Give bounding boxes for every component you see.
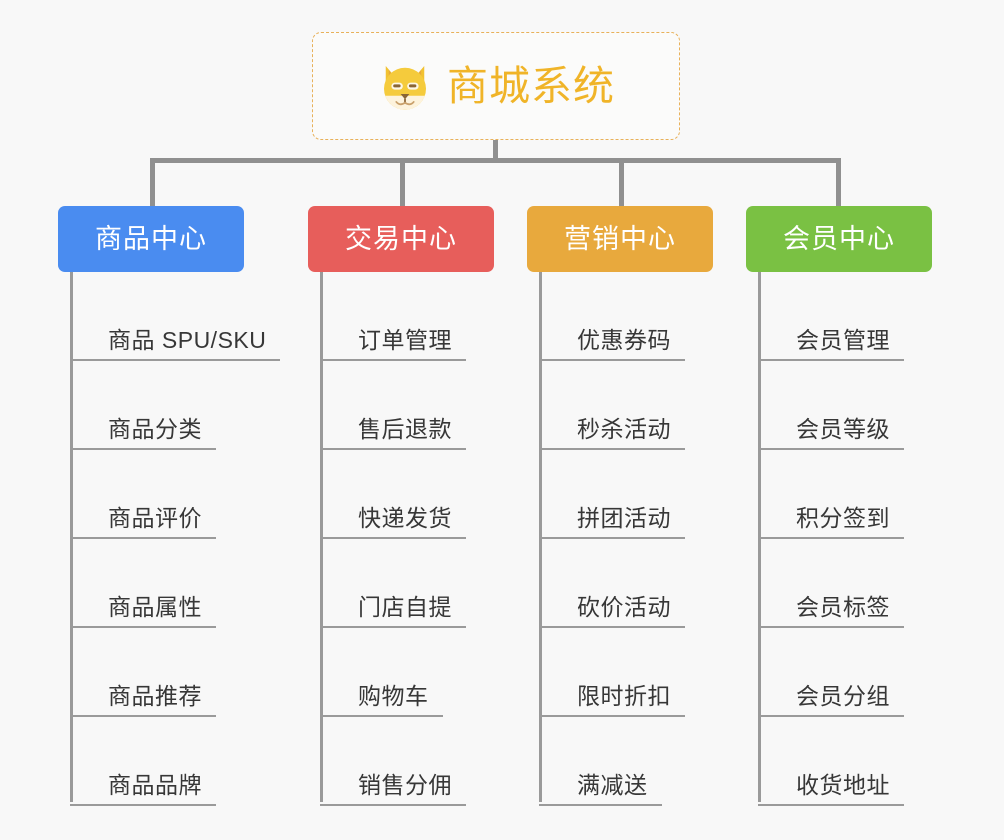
leaf-item-label: 订单管理 [358,326,452,353]
leaf-item-label: 会员管理 [796,326,890,353]
leaf-item-label: 销售分佣 [358,771,452,798]
leaf-item-label: 商品推荐 [108,682,202,709]
leaf-underline: 砍价活动 [539,594,685,628]
leaf-item[interactable]: 商品 SPU/SKU [70,272,281,361]
category-label: 会员中心 [783,223,895,254]
leaf-item-label: 满减送 [577,771,648,798]
leaf-item-label: 秒杀活动 [577,415,671,442]
leaf-item[interactable]: 会员标签 [758,539,904,628]
leaf-underline: 满减送 [539,772,662,806]
leaf-item[interactable]: 商品分类 [70,361,216,450]
leaf-item-label: 商品 SPU/SKU [108,326,267,353]
connector-drop-2 [400,158,405,208]
leaf-item[interactable]: 快递发货 [320,450,466,539]
leaf-underline: 快递发货 [320,505,466,539]
connector-drop-4 [836,158,841,208]
leaf-item[interactable]: 门店自提 [320,539,466,628]
leaf-underline: 拼团活动 [539,505,685,539]
leaf-underline: 商品评价 [70,505,216,539]
leaf-underline: 售后退款 [320,416,466,450]
leaf-item-label: 商品品牌 [108,771,202,798]
leaf-item[interactable]: 会员分组 [758,628,904,717]
leaf-underline: 订单管理 [320,327,466,361]
category-header-4[interactable]: 会员中心 [746,206,932,272]
root-title: 商城系统 [447,62,615,109]
leaf-underline: 积分签到 [758,505,904,539]
category-label: 商品中心 [95,223,207,254]
connector-bus [150,158,841,163]
leaf-underline: 商品 SPU/SKU [70,326,281,361]
leaf-item-label: 会员分组 [796,682,890,709]
leaf-item-label: 收货地址 [796,771,890,798]
leaf-item[interactable]: 商品评价 [70,450,216,539]
leaf-underline: 优惠券码 [539,327,685,361]
leaf-item[interactable]: 限时折扣 [539,628,685,717]
leaf-item[interactable]: 售后退款 [320,361,466,450]
leaf-item-label: 商品评价 [108,504,202,531]
leaf-underline: 商品推荐 [70,683,216,717]
leaf-item-label: 商品属性 [108,593,202,620]
connector-drop-3 [619,158,624,208]
category-label: 交易中心 [345,223,457,254]
leaf-item[interactable]: 满减送 [539,717,662,806]
connector-root-stem [493,140,498,162]
shiba-dog-face-icon [377,59,433,115]
category-header-1[interactable]: 商品中心 [58,206,244,272]
leaf-item[interactable]: 商品品牌 [70,717,216,806]
leaf-underline: 商品属性 [70,594,216,628]
root-node[interactable]: 商城系统 [312,32,680,140]
leaf-item-label: 快递发货 [358,504,452,531]
leaf-item-label: 优惠券码 [577,326,671,353]
leaf-underline: 会员分组 [758,683,904,717]
leaf-item[interactable]: 会员管理 [758,272,904,361]
leaf-item-label: 积分签到 [796,504,890,531]
connector-drop-1 [150,158,155,208]
category-header-3[interactable]: 营销中心 [527,206,713,272]
leaf-underline: 秒杀活动 [539,416,685,450]
leaf-underline: 门店自提 [320,594,466,628]
leaf-underline: 限时折扣 [539,683,685,717]
category-header-2[interactable]: 交易中心 [308,206,494,272]
leaf-underline: 会员等级 [758,416,904,450]
leaf-item[interactable]: 订单管理 [320,272,466,361]
leaf-item-label: 购物车 [358,682,429,709]
leaf-item-label: 拼团活动 [577,504,671,531]
leaf-item-label: 砍价活动 [577,593,671,620]
leaf-item-label: 售后退款 [358,415,452,442]
leaf-item-label: 限时折扣 [577,682,671,709]
leaf-item-label: 门店自提 [358,593,452,620]
leaf-item[interactable]: 拼团活动 [539,450,685,539]
leaf-underline: 会员标签 [758,594,904,628]
leaf-underline: 商品品牌 [70,772,216,806]
leaf-item[interactable]: 商品属性 [70,539,216,628]
leaf-item[interactable]: 销售分佣 [320,717,466,806]
leaf-item[interactable]: 会员等级 [758,361,904,450]
leaf-item-label: 会员等级 [796,415,890,442]
leaf-item[interactable]: 购物车 [320,628,443,717]
leaf-item[interactable]: 积分签到 [758,450,904,539]
leaf-item[interactable]: 商品推荐 [70,628,216,717]
leaf-underline: 会员管理 [758,327,904,361]
leaf-item[interactable]: 砍价活动 [539,539,685,628]
leaf-item[interactable]: 收货地址 [758,717,904,806]
leaf-underline: 收货地址 [758,772,904,806]
leaf-underline: 商品分类 [70,416,216,450]
leaf-item-label: 商品分类 [108,415,202,442]
leaf-item-label: 会员标签 [796,593,890,620]
leaf-item[interactable]: 优惠券码 [539,272,685,361]
leaf-underline: 购物车 [320,683,443,717]
leaf-item[interactable]: 秒杀活动 [539,361,685,450]
category-label: 营销中心 [564,223,676,254]
leaf-underline: 销售分佣 [320,772,466,806]
